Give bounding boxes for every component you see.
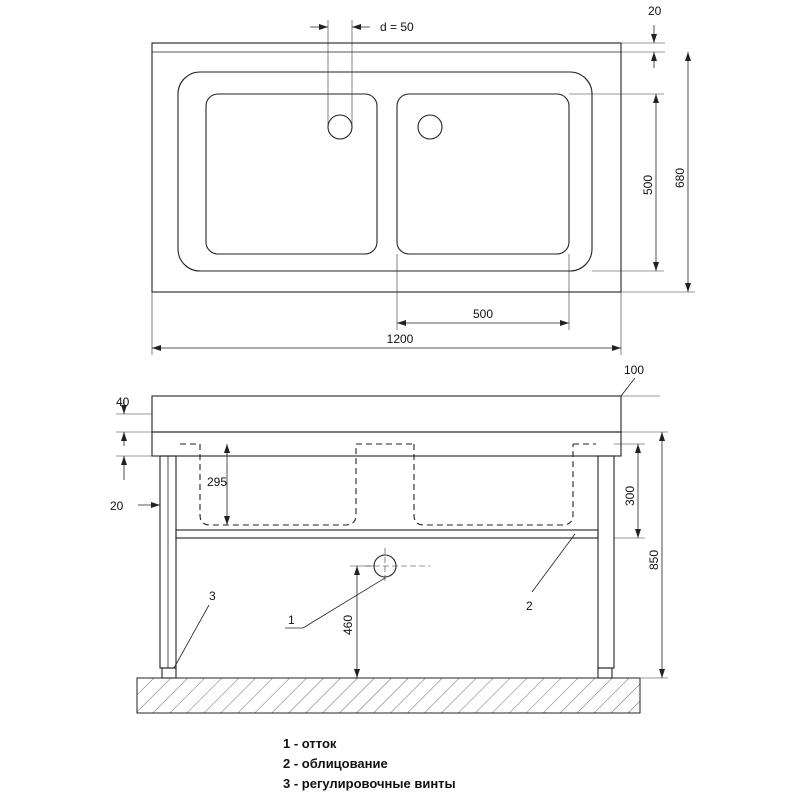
callout-drain-number: 1 [288, 613, 295, 627]
right-bowl-hidden [413, 444, 574, 526]
right-leg [597, 455, 615, 669]
right-adjust-foot [597, 667, 613, 679]
left-adjust-foot [161, 667, 177, 679]
dim-bowl-height-label: 300 [623, 486, 637, 506]
dim-total-width-label: 1200 [387, 332, 414, 346]
dim-shelf-gap-label: 20 [110, 499, 124, 513]
dim-total-height-label: 850 [647, 550, 661, 570]
left-bowl-hidden [199, 444, 357, 526]
legend: 1 - отток 2 - облицование 3 - регулирово… [283, 736, 456, 791]
top-view: d = 50 20 680 500 500 120 [151, 4, 695, 355]
top-view-rim [177, 71, 593, 272]
backsplash [151, 395, 622, 433]
right-bowl [396, 93, 570, 255]
drain-diameter-label: d = 50 [380, 20, 414, 34]
dim-bowl-depth-label: 500 [641, 175, 655, 195]
callout-cladding-number: 2 [526, 599, 533, 613]
top-view-countertop [151, 42, 622, 293]
callout-adjust-screws-number: 3 [209, 589, 216, 603]
dim-bowl-width-label: 500 [473, 307, 493, 321]
legend-item-cladding: 2 - облицование [283, 756, 388, 771]
right-drain-icon [417, 114, 443, 140]
left-drain-icon [327, 114, 353, 140]
legend-item-drain: 1 - отток [283, 736, 337, 751]
dim-top-thickness-label: 40 [116, 395, 130, 409]
dim-edge-label: 20 [648, 4, 662, 18]
dim-drain-height-label: 460 [341, 615, 355, 635]
front-view: 100 40 295 20 300 850 [110, 363, 668, 714]
cladding-panel [175, 529, 599, 539]
left-bowl [205, 93, 378, 255]
dim-backsplash-label: 100 [624, 363, 644, 377]
dim-bowl-inner-depth-label: 295 [207, 475, 227, 489]
legend-item-adjust-screws: 3 - регулировочные винты [283, 776, 456, 791]
dim-depth-total-label: 680 [673, 168, 687, 188]
floor [136, 677, 641, 714]
